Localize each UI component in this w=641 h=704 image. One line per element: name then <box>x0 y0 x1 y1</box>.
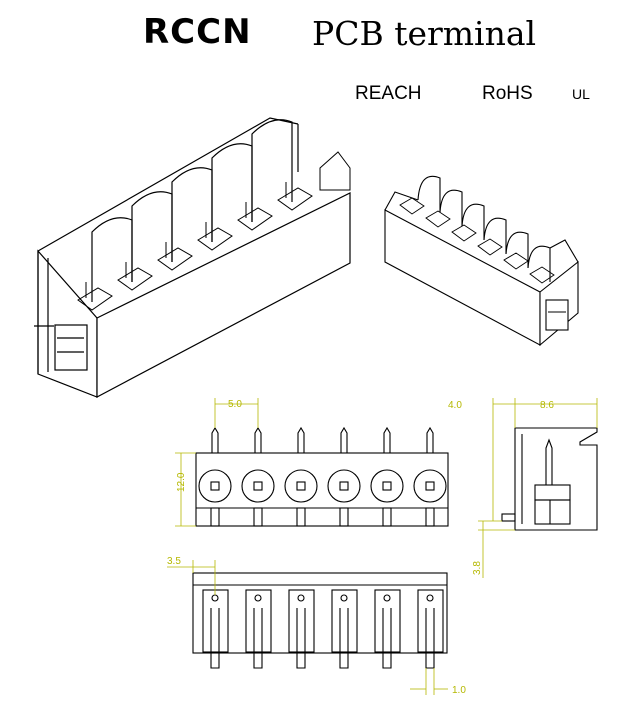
iso-view-large <box>34 117 351 398</box>
cert-ul: UL <box>572 86 590 102</box>
side-view <box>501 427 598 531</box>
product-title: PCB terminal <box>312 14 537 53</box>
iso-view-small <box>384 175 579 347</box>
top-pins <box>202 589 444 669</box>
dim-width-side: 8.6 <box>540 400 554 411</box>
top-view <box>192 572 448 669</box>
cert-rohs: RoHS <box>482 83 533 104</box>
front-bottom-posts <box>210 507 435 527</box>
front-dimensions <box>175 398 259 527</box>
dim-pin-offset: 3.5 <box>167 556 181 567</box>
dim-height: 12.0 <box>176 472 187 492</box>
brand-name: RCCN <box>143 12 252 52</box>
dim-pitch: 5.0 <box>228 399 242 410</box>
dim-depth-top: 4.0 <box>448 400 462 411</box>
cert-reach: REACH <box>355 83 422 104</box>
front-pins <box>211 426 434 453</box>
dim-side-pin: 3.8 <box>472 561 483 575</box>
side-dimensions <box>478 398 598 578</box>
dim-pin-width: 1.0 <box>452 685 466 696</box>
front-screws <box>198 469 447 503</box>
front-view <box>195 426 449 527</box>
top-dimensions <box>167 560 448 695</box>
